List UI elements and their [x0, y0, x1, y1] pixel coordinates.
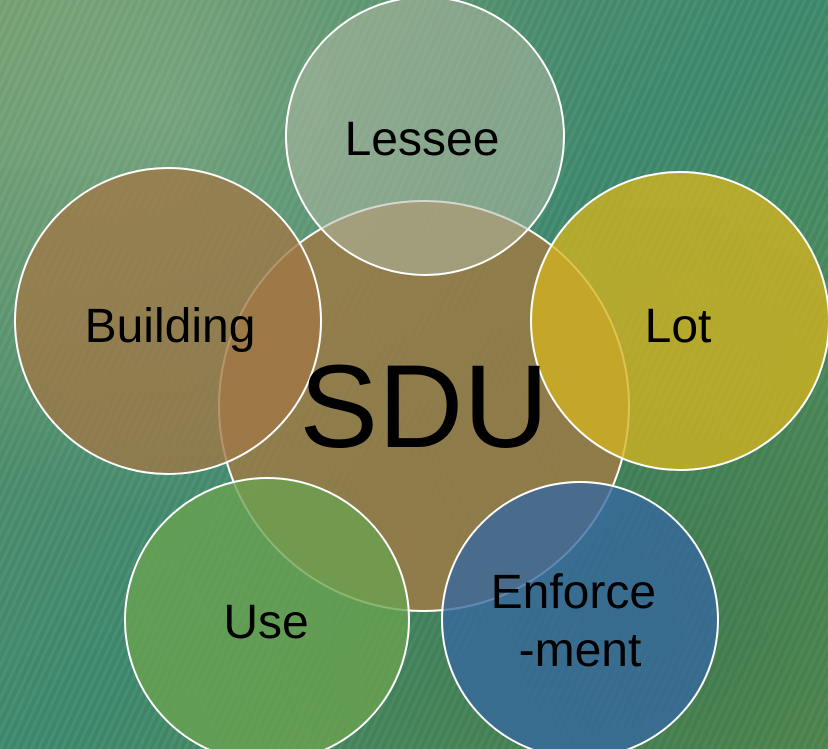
lessee-label: Lessee	[345, 113, 500, 166]
enforcement-label: Enforce -ment	[491, 566, 670, 677]
lot-label: Lot	[645, 300, 712, 353]
building-circle	[14, 167, 322, 475]
enforcement-label-line-2: -ment	[519, 624, 642, 677]
center-label: SDU	[299, 341, 548, 473]
lot-circle	[530, 171, 828, 471]
use-circle	[124, 477, 410, 749]
lessee-circle	[285, 0, 565, 276]
use-label: Use	[223, 596, 308, 649]
enforcement-circle	[441, 481, 719, 749]
building-label: Building	[85, 300, 256, 353]
enforcement-label-line-1: Enforce	[491, 566, 656, 619]
